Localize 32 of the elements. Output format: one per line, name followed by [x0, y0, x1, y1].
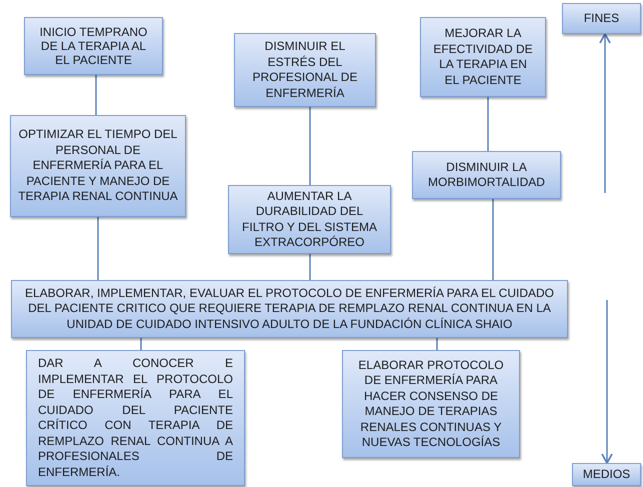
box-text: ELABORAR, IMPLEMENTAR, EVALUAR EL PROTOCOLO DE ENFERMERÍA PARA EL CUIDADO DEL PACIENTE CRITICO QUE REQUIERE TERAPIA DE REMPLAZO RENAL CONTINUA EN LA UNIDAD DE CUIDADO INTENSIVO ADULTO DE LA FUNDACIÓN CLÍNICA SHAIO — [24, 286, 555, 332]
arrow — [601, 300, 613, 464]
connector-line — [309, 107, 311, 185]
objective-box — [24, 17, 163, 75]
box-text: DAR A CONOCER E IMPLEMENTAR EL PROTOCOLO DE ENFERMERÍA PARA EL CUIDADO DEL PACIENTE CRÍTICO CON TERAPIA DE REMPLAZO RENAL CONTINUA A PROFESIONALES DE ENFERMERÍA. — [38, 356, 233, 480]
box-text: DISMINUIR EL ESTRÉS DEL PROFESIONAL DE ENFERMERÍA — [252, 39, 358, 101]
connector-line — [487, 97, 489, 151]
box-text: FINES — [584, 10, 620, 26]
objective-box — [26, 350, 245, 486]
box-text: DISMINUIR LA MORBIMORTALIDAD — [427, 160, 546, 190]
connector-line — [97, 217, 99, 280]
connector-line — [436, 338, 438, 350]
box-text: MEJORAR LA EFECTIVIDAD DE LA TERAPIA EN EL PACIENTE — [432, 26, 534, 88]
connector-line — [309, 254, 311, 280]
objective-box — [420, 17, 546, 97]
box-text: AUMENTAR LA DURABILIDAD DEL FILTRO Y DEL SISTEMA EXTRACORPÓREO — [241, 188, 378, 250]
box-text: MEDIOS — [582, 466, 630, 482]
objective-box — [234, 33, 376, 107]
box-text: OPTIMIZAR EL TIEMPO DEL PERSONAL DE ENFERMERÍA PARA EL PACIENTE Y MANEJO DE TERAPIA RENAL CONTINUA — [17, 127, 179, 205]
objective-box — [228, 185, 391, 254]
objective-box — [412, 151, 561, 199]
objective-box — [11, 280, 568, 338]
connector-line — [95, 75, 97, 115]
connector-line — [492, 199, 494, 280]
arrow — [599, 33, 611, 193]
box-text: ELABORAR PROTOCOLO DE ENFERMERÍA PARA HACER CONSENSO DE MANEJO DE TERAPIAS RENALES CONTINUAS Y NUEVAS TECNOLOGÍAS — [357, 358, 505, 450]
box-text: INICIO TEMPRANO DE LA TERAPIA AL EL PACIENTE — [38, 25, 148, 67]
objective-box — [10, 115, 186, 217]
category-box — [562, 3, 641, 34]
objective-box — [342, 350, 520, 458]
connector-line — [140, 338, 142, 350]
category-box — [572, 463, 641, 486]
